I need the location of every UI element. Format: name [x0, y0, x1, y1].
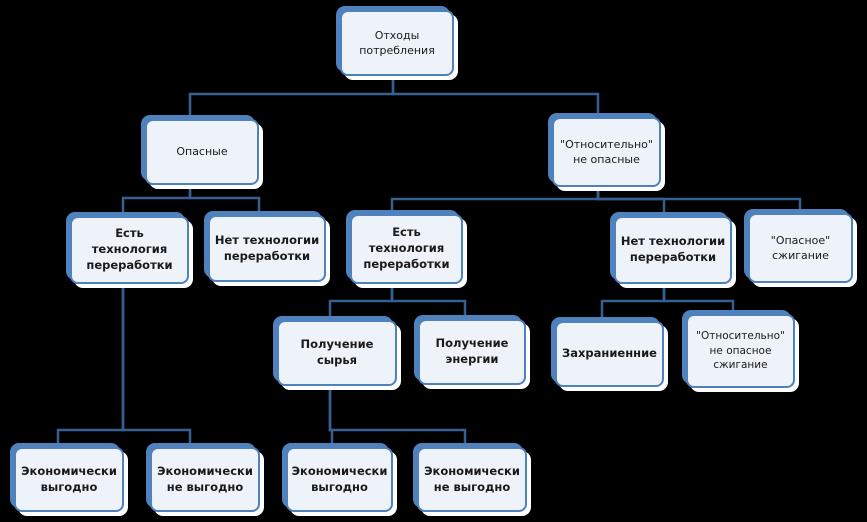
node-rel-burn[interactable]: "Относительно" не опасное сжигание: [682, 310, 799, 392]
node-face: Нет технологии переработки: [208, 215, 326, 282]
node-face: Экономически не выгодно: [417, 447, 527, 512]
node-label: Получение энергии: [435, 336, 509, 366]
node-label: Экономически не выгодно: [424, 463, 520, 494]
connector-hazardous-to-haz-tech-no: [188, 189, 261, 211]
connector-hazardous-to-haz-tech-yes: [121, 189, 192, 212]
node-label: Нет технологии переработки: [214, 232, 320, 263]
node-rel-tech-no[interactable]: Нет технологии переработки: [610, 212, 736, 288]
node-face: Экономически выгодно: [286, 447, 393, 512]
node-label: Экономически не выгодно: [157, 463, 253, 494]
node-face: Нет технологии переработки: [614, 216, 732, 284]
node-econ-profit-2[interactable]: Экономически выгодно: [282, 443, 397, 516]
connector-haz-tech-yes-to-econ-loss-1: [121, 288, 192, 443]
node-face: Есть технология переработки: [70, 216, 189, 284]
node-label: Есть технология переработки: [86, 226, 173, 272]
node-haz-tech-yes[interactable]: Есть технология переработки: [66, 212, 193, 288]
node-rel-nonhazard[interactable]: "Относительно" не опасные: [548, 113, 665, 191]
node-root[interactable]: Отходы потребления: [336, 6, 458, 80]
connector-rel-nonhazard-to-rel-tech-no: [596, 191, 666, 212]
connector-rel-tech-yes-to-energy: [390, 288, 467, 315]
connector-rel-nonhazard-to-rel-tech-yes: [390, 191, 600, 210]
node-label: "Опасное" сжигание: [770, 233, 831, 262]
connector-raw-material-to-econ-profit-2: [328, 390, 334, 443]
node-face: Захраниенние: [555, 321, 664, 387]
connector-root-to-rel-nonhazard: [391, 80, 600, 113]
connector-rel-tech-yes-to-raw-material: [328, 288, 394, 316]
node-econ-profit-1[interactable]: Экономически выгодно: [10, 443, 128, 516]
node-label: Опасные: [176, 145, 228, 159]
node-face: Экономически выгодно: [14, 447, 124, 512]
node-face: Опасные: [145, 119, 259, 185]
connector-rel-tech-no-to-rel-burn: [662, 288, 735, 310]
node-label: "Относительно" не опасное сжигание: [696, 330, 785, 372]
node-raw-material[interactable]: Получение сырья: [273, 316, 401, 390]
node-label: Экономически выгодно: [21, 463, 117, 494]
node-face: "Относительно" не опасные: [552, 117, 661, 187]
node-face: "Относительно" не опасное сжигание: [686, 314, 795, 388]
node-label: Есть технология переработки: [363, 225, 450, 271]
connector-root-to-hazardous: [188, 80, 395, 115]
node-label: Отходы потребления: [359, 28, 435, 57]
node-label: Нет технологии переработки: [620, 234, 726, 264]
node-burial[interactable]: Захраниенние: [551, 317, 668, 391]
node-econ-loss-2[interactable]: Экономически не выгодно: [413, 443, 531, 516]
node-econ-loss-1[interactable]: Экономически не выгодно: [146, 443, 264, 516]
node-face: "Опасное" сжигание: [748, 213, 853, 283]
connector-rel-nonhazard-to-hazard-burn: [596, 191, 802, 209]
node-face: Отходы потребления: [340, 10, 454, 76]
connector-haz-tech-yes-to-econ-profit-1: [56, 288, 125, 443]
connector-raw-material-to-econ-loss-2: [328, 390, 467, 443]
node-face: Есть технология переработки: [350, 214, 463, 284]
node-label: Экономически выгодно: [291, 463, 388, 494]
node-hazard-burn[interactable]: "Опасное" сжигание: [744, 209, 857, 287]
node-face: Получение сырья: [277, 320, 397, 386]
connector-rel-tech-no-to-burial: [600, 288, 666, 317]
node-face: Получение энергии: [418, 319, 526, 385]
node-face: Экономически не выгодно: [150, 447, 260, 512]
node-energy[interactable]: Получение энергии: [414, 315, 530, 389]
node-label: Захраниенние: [562, 346, 657, 361]
node-label: "Относительно" не опасные: [560, 137, 653, 166]
node-rel-tech-yes[interactable]: Есть технология переработки: [346, 210, 467, 288]
node-haz-tech-no[interactable]: Нет технологии переработки: [204, 211, 330, 286]
node-label: Получение сырья: [300, 337, 374, 367]
node-hazardous[interactable]: Опасные: [141, 115, 263, 189]
